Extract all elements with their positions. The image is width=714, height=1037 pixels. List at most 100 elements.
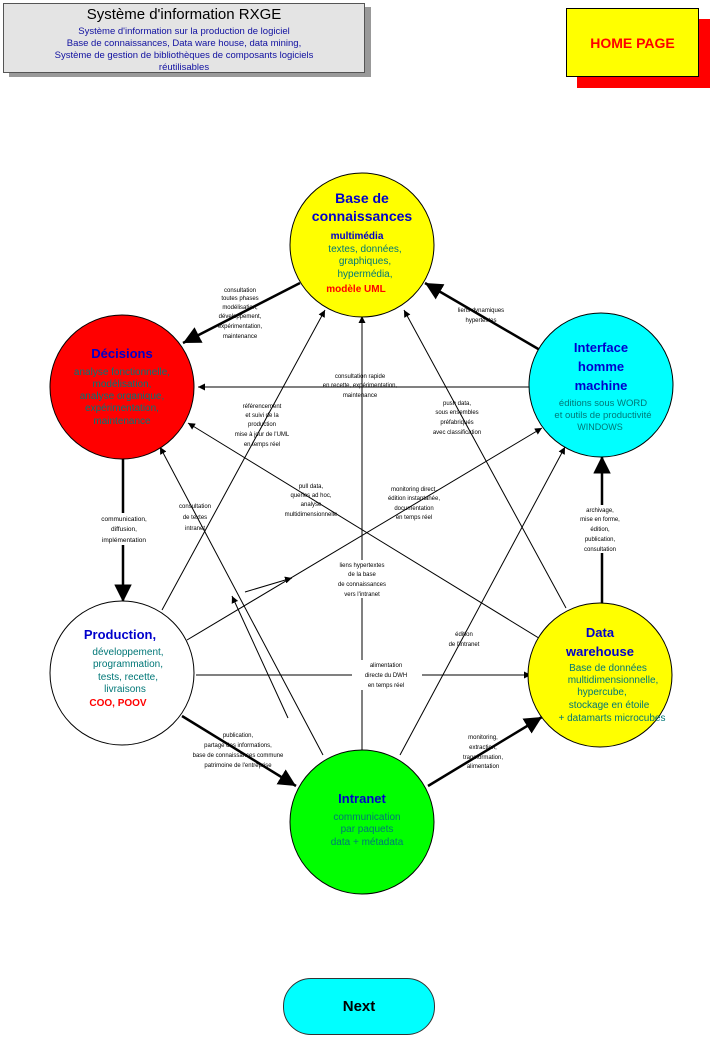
svg-text:préfabriqués: préfabriqués: [440, 420, 473, 426]
svg-text:base de connaissances commune: base de connaissances commune: [193, 753, 284, 759]
label-production-to-decisions: consultation de textes intranet: [179, 504, 211, 532]
svg-text:mise à jour de l'UML: mise à jour de l'UML: [235, 432, 290, 438]
svg-text:homme: homme: [578, 359, 624, 374]
svg-text:data + métadata: data + métadata: [331, 837, 404, 848]
label-interface-to-base: liens dynamiques hypertextes: [458, 308, 504, 324]
svg-text:textes, données,: textes, données,: [328, 244, 401, 255]
svg-text:de la base: de la base: [348, 572, 376, 578]
svg-text:communication,: communication,: [101, 516, 147, 523]
svg-text:transformation,: transformation,: [463, 755, 503, 761]
svg-text:monitoring,: monitoring,: [468, 735, 498, 741]
svg-text:expérimentation,: expérimentation,: [218, 324, 263, 330]
svg-text:mise en forme,: mise en forme,: [580, 517, 620, 523]
svg-text:multidimensionnelle: multidimensionnelle: [285, 512, 338, 518]
label-warehouse-to-base: push data, sous ensembles préfabriqués a…: [433, 401, 481, 436]
edge-intranet-to-production-mid: [231, 595, 289, 719]
svg-text:en temps réel: en temps réel: [368, 683, 404, 689]
label-production-to-warehouse: alimentation directe du DWH en temps rée…: [352, 660, 422, 690]
edge-base-to-decisions: [182, 281, 301, 345]
svg-text:hypercube,: hypercube,: [577, 687, 626, 698]
svg-text:référencement: référencement: [243, 404, 282, 410]
svg-text:analyse fonctionnelle,: analyse fonctionnelle,: [74, 367, 170, 378]
label-intranet-to-interface: édition de l'intranet: [449, 632, 480, 648]
svg-text:implémentation: implémentation: [102, 537, 146, 544]
svg-text:consultation rapide: consultation rapide: [335, 374, 386, 380]
label-interface-to-decisions: consultation rapide en recette, expérime…: [323, 374, 398, 399]
svg-text:édition: édition: [455, 632, 473, 638]
edge-warehouse-to-decisions: [187, 422, 543, 641]
svg-text:multimédia: multimédia: [331, 231, 384, 242]
svg-text:directe du DWH: directe du DWH: [365, 673, 407, 679]
edge-production-to-interface: [186, 427, 543, 641]
svg-text:communication: communication: [333, 812, 400, 823]
node-decisions: Décisions analyse fonctionnelle, modélis…: [49, 314, 195, 460]
label-warehouse-to-decisions: pull data, queries ad hoc, analyse multi…: [285, 484, 338, 518]
svg-text:Base de données: Base de données: [569, 663, 647, 674]
home-page-button[interactable]: HOME PAGE: [566, 8, 699, 77]
svg-text:patrimoine de l'entreprise: patrimoine de l'entreprise: [204, 763, 272, 769]
label-intranet-to-base: liens hypertextes de la base de connaiss…: [326, 560, 400, 598]
svg-text:Data: Data: [586, 625, 615, 640]
edge-production-to-base: [161, 309, 326, 611]
edge-interface-to-base: [424, 281, 541, 352]
header-title-box: Système d'information RXGE Système d'inf…: [3, 3, 365, 73]
svg-text:multidimensionnelle,: multidimensionnelle,: [568, 675, 659, 686]
svg-text:modélisation,: modélisation,: [93, 379, 152, 390]
svg-text:hypertextes: hypertextes: [465, 318, 496, 324]
svg-text:publication,: publication,: [585, 537, 616, 543]
svg-text:vers l'intranet: vers l'intranet: [344, 592, 380, 598]
subtitle-line: réutilisables: [158, 62, 210, 73]
svg-text:alimentation: alimentation: [467, 764, 499, 770]
svg-text:push data,: push data,: [443, 401, 471, 407]
label-decisions-to-production: communication, diffusion, implémentation: [92, 513, 156, 545]
svg-text:par paquets: par paquets: [341, 824, 394, 835]
svg-text:stockage en étoile: stockage en étoile: [569, 700, 650, 711]
svg-text:éditions sous WORD: éditions sous WORD: [559, 398, 647, 409]
svg-text:de textes: de textes: [183, 515, 207, 521]
svg-text:développement,: développement,: [219, 314, 262, 320]
svg-text:liens hypertextes: liens hypertextes: [339, 563, 384, 569]
svg-text:extraction,: extraction,: [469, 745, 497, 751]
node-interface-homme-machine: Interface homme machine éditions sous WO…: [528, 312, 674, 458]
svg-text:maintenance: maintenance: [223, 334, 258, 340]
page-title: Système d'information RXGE: [86, 6, 282, 23]
node-circle: [49, 600, 195, 746]
label-production-to-intranet: publication, partage des informations, b…: [193, 733, 284, 769]
svg-text:graphiques,: graphiques,: [339, 256, 391, 267]
svg-text:et outils de productivité: et outils de productivité: [554, 410, 651, 421]
svg-text:consultation: consultation: [584, 547, 616, 553]
edge-warehouse-to-base: [403, 309, 567, 609]
label-production-to-base: référencement et suivi de la production …: [235, 404, 290, 448]
svg-text:intranet: intranet: [185, 526, 205, 532]
svg-text:pull data,: pull data,: [299, 484, 324, 490]
svg-text:hypermédia,: hypermédia,: [337, 269, 392, 280]
svg-text:+ datamarts microcubes: + datamarts microcubes: [559, 713, 666, 724]
svg-text:Intranet: Intranet: [338, 791, 386, 806]
svg-text:expérimentation,: expérimentation,: [85, 403, 159, 414]
svg-text:en temps réel: en temps réel: [396, 515, 432, 521]
svg-text:diffusion,: diffusion,: [111, 526, 137, 533]
node-circle: [49, 314, 195, 460]
node-circle: [289, 172, 435, 318]
svg-text:en recette, expérimentation,: en recette, expérimentation,: [323, 383, 398, 389]
node-circle: [528, 312, 674, 458]
svg-text:modèle UML: modèle UML: [326, 284, 385, 295]
next-button[interactable]: Next: [283, 978, 435, 1035]
node-circle: [527, 602, 673, 748]
svg-text:livraisons: livraisons: [104, 684, 146, 695]
svg-text:documentation: documentation: [394, 506, 433, 512]
svg-text:archivage,: archivage,: [586, 508, 614, 514]
svg-text:analyse organique,: analyse organique,: [80, 391, 165, 402]
label-base-to-decisions: consultation toutes phases modélisation,…: [218, 288, 263, 340]
svg-text:toutes phases: toutes phases: [221, 296, 258, 302]
svg-text:de l'intranet: de l'intranet: [449, 642, 480, 648]
svg-text:Décisions: Décisions: [91, 346, 152, 361]
svg-text:analyse: analyse: [301, 502, 322, 508]
node-circle: [289, 749, 435, 895]
svg-text:avec classification: avec classification: [433, 430, 481, 436]
svg-text:alimentation: alimentation: [370, 663, 402, 669]
svg-text:en temps réel: en temps réel: [244, 442, 280, 448]
svg-text:Production,: Production,: [84, 627, 156, 642]
label-intranet-to-warehouse: monitoring, extraction, transformation, …: [463, 735, 503, 770]
